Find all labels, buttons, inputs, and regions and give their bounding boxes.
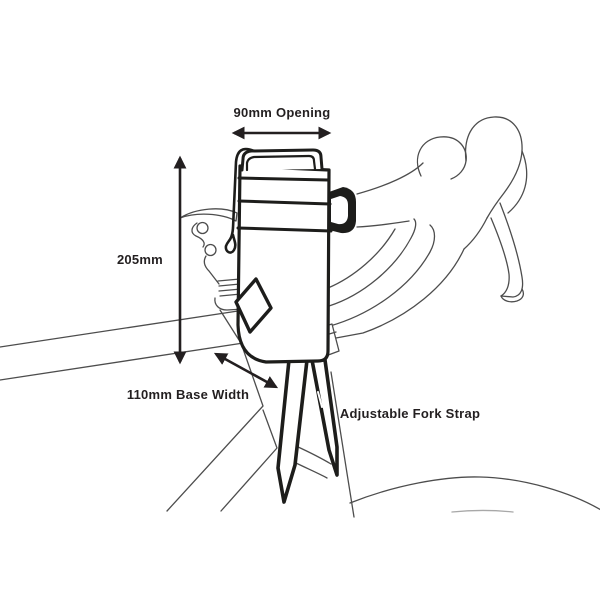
fork-blade-line: [330, 371, 355, 518]
drop-bend-arc-1: [327, 228, 396, 289]
bag-strap-band-lower: [236, 226, 333, 233]
hood-drop-transition: [463, 217, 488, 250]
front-wheel-arc: [349, 476, 600, 511]
headset-cone: [214, 297, 245, 311]
head-tube-edge: [219, 309, 240, 341]
bar-clamp-strap-gap: [331, 196, 348, 225]
dimension-labels: 90mm Opening 205mm 110mm Base Width Adju…: [117, 105, 480, 421]
brake-hood-nose: [507, 150, 528, 214]
stem-bolt-lower: [204, 243, 217, 257]
fork-strap-buckle-slit: [317, 391, 323, 408]
brake-lever-front-edge: [490, 217, 510, 297]
headset-spacers: [217, 278, 242, 297]
handlebar-top-lower-line: [356, 220, 410, 228]
bag-logo-diamond: [234, 277, 273, 334]
drop-bend-outer: [335, 248, 465, 339]
top-tube-upper-line: [0, 310, 239, 348]
down-tube-outer-line: [166, 342, 264, 512]
stem-bolt-upper: [196, 221, 209, 235]
brake-lever-rear-edge: [499, 202, 524, 298]
fork-strap-left: [276, 358, 309, 504]
fork-crown-line-2: [293, 461, 328, 479]
brake-lever-foot: [500, 288, 524, 303]
hood-rear-hump: [416, 136, 467, 180]
bag-band-top: [237, 176, 330, 182]
bag-drawcord: [224, 147, 256, 254]
fork-crown-line-1: [295, 445, 332, 465]
height-label: 205mm: [117, 252, 163, 267]
dimension-annotations: [173, 126, 332, 389]
top-tube-lower-line: [0, 341, 251, 381]
bag-lid: [240, 148, 324, 172]
opening-label: 90mm Opening: [234, 105, 331, 120]
stem-lower-edge: [203, 255, 220, 285]
down-tube-inner-line: [220, 409, 278, 512]
stem-faceplate-top: [179, 208, 238, 222]
bag-strap-band-upper: [237, 199, 332, 206]
stem-faceplate-edge: [191, 222, 205, 248]
base-width-label: 110mm Base Width: [127, 387, 249, 402]
handlebar-top-upper-line: [356, 162, 424, 195]
bag-lid-seam: [245, 154, 317, 172]
brake-hood-body: [464, 116, 523, 219]
fork-strap-right: [310, 358, 339, 477]
front-wheel-inner-arc: [451, 509, 514, 513]
fork-straps: [276, 358, 339, 504]
drop-bend-arc-2: [328, 218, 417, 307]
fork-strap-label: Adjustable Fork Strap: [340, 406, 480, 421]
handlebar-bag: [224, 147, 356, 364]
drop-bend-arc-3: [329, 224, 436, 327]
base-width-dimension-arrow: [213, 352, 279, 389]
